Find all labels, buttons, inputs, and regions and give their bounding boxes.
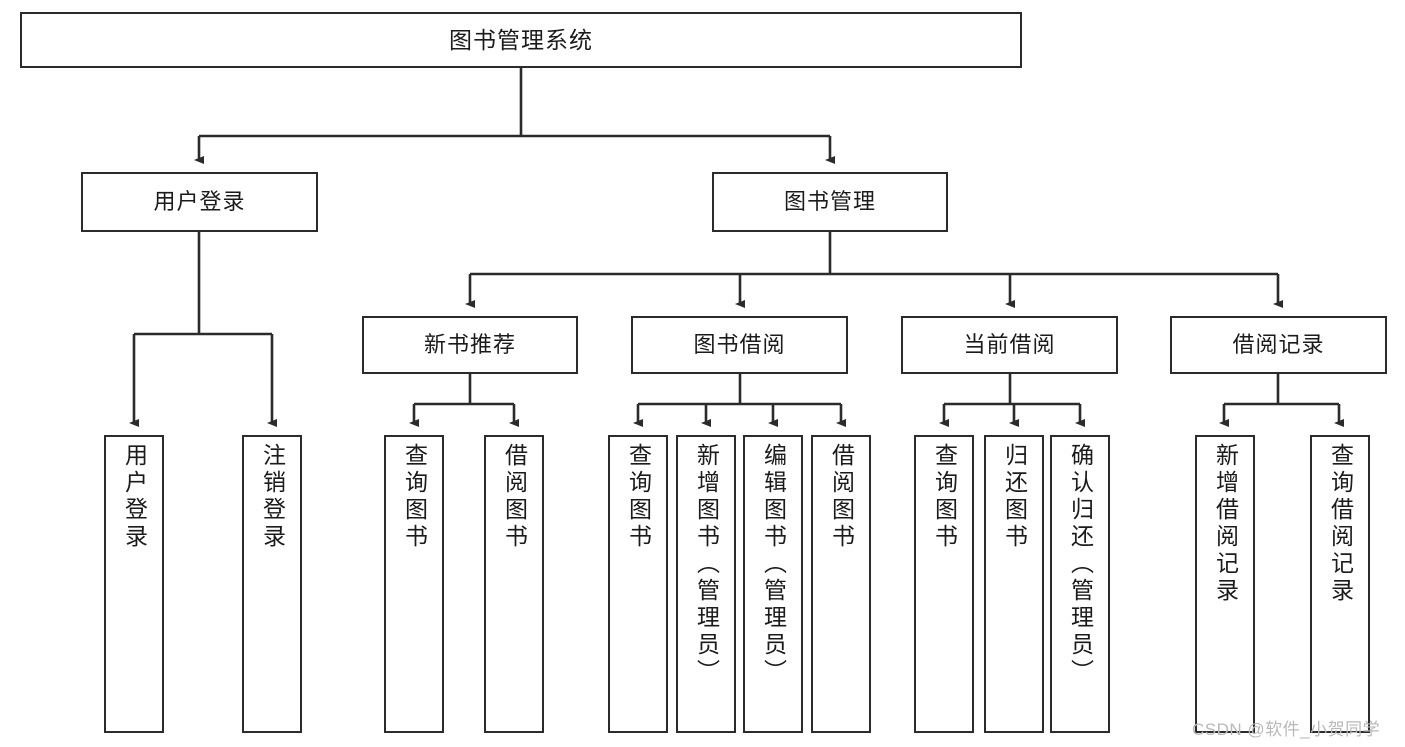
leaf-book-borrow-borrow-book[interactable]: 借阅图书 [811, 435, 871, 733]
node-label: 用户登录 [153, 189, 246, 215]
node-label: 图书管理 [783, 189, 876, 215]
node-user-login[interactable]: 用户登录 [81, 172, 318, 232]
node-label: 新书推荐 [423, 332, 516, 358]
node-label: 查询图书 [401, 443, 428, 551]
node-label: 借阅图书 [501, 443, 528, 551]
leaf-user-login-login[interactable]: 用户登录 [104, 435, 164, 733]
leaf-current-borrow-query-book[interactable]: 查询图书 [914, 435, 974, 733]
node-label: 注销登录 [259, 443, 286, 551]
node-label: 查询图书 [931, 443, 958, 551]
watermark-text: CSDN @软件_小贺同学 [1192, 720, 1381, 739]
node-label: 用户登录 [121, 443, 148, 551]
node-label: 新增借阅记录 [1212, 443, 1239, 605]
node-label: 当前借阅 [963, 332, 1056, 358]
node-label: 新增图书（管理员） [693, 443, 720, 686]
leaf-borrow-record-query-record[interactable]: 查询借阅记录 [1310, 435, 1370, 733]
leaf-book-borrow-add-book[interactable]: 新增图书（管理员） [676, 435, 736, 733]
node-label: 归还图书 [1001, 443, 1028, 551]
node-label: 借阅图书 [828, 443, 855, 551]
node-label: 图书管理系统 [449, 26, 593, 53]
leaf-new-book-borrow-book[interactable]: 借阅图书 [484, 435, 544, 733]
node-label: 查询图书 [625, 443, 652, 551]
node-new-book-recommend[interactable]: 新书推荐 [362, 316, 578, 374]
node-book-borrow[interactable]: 图书借阅 [631, 316, 848, 374]
leaf-new-book-query-book[interactable]: 查询图书 [384, 435, 444, 733]
leaf-borrow-record-add-record[interactable]: 新增借阅记录 [1195, 435, 1255, 733]
csdn-watermark: CSDN @软件_小贺同学 [1192, 715, 1380, 740]
node-label: 查询借阅记录 [1327, 443, 1354, 605]
node-label: 图书借阅 [693, 332, 786, 358]
leaf-current-borrow-confirm-return[interactable]: 确认归还（管理员） [1050, 435, 1110, 733]
node-label: 借阅记录 [1232, 332, 1325, 358]
node-book-management[interactable]: 图书管理 [712, 172, 948, 232]
leaf-book-borrow-query-book[interactable]: 查询图书 [608, 435, 668, 733]
leaf-book-borrow-edit-book[interactable]: 编辑图书（管理员） [743, 435, 803, 733]
node-label: 编辑图书（管理员） [760, 443, 787, 686]
node-root-system[interactable]: 图书管理系统 [20, 12, 1022, 68]
leaf-current-borrow-return-book[interactable]: 归还图书 [984, 435, 1044, 733]
node-label: 确认归还（管理员） [1067, 443, 1094, 686]
leaf-user-login-logout[interactable]: 注销登录 [242, 435, 302, 733]
node-borrow-record[interactable]: 借阅记录 [1170, 316, 1387, 374]
node-current-borrow[interactable]: 当前借阅 [901, 316, 1118, 374]
